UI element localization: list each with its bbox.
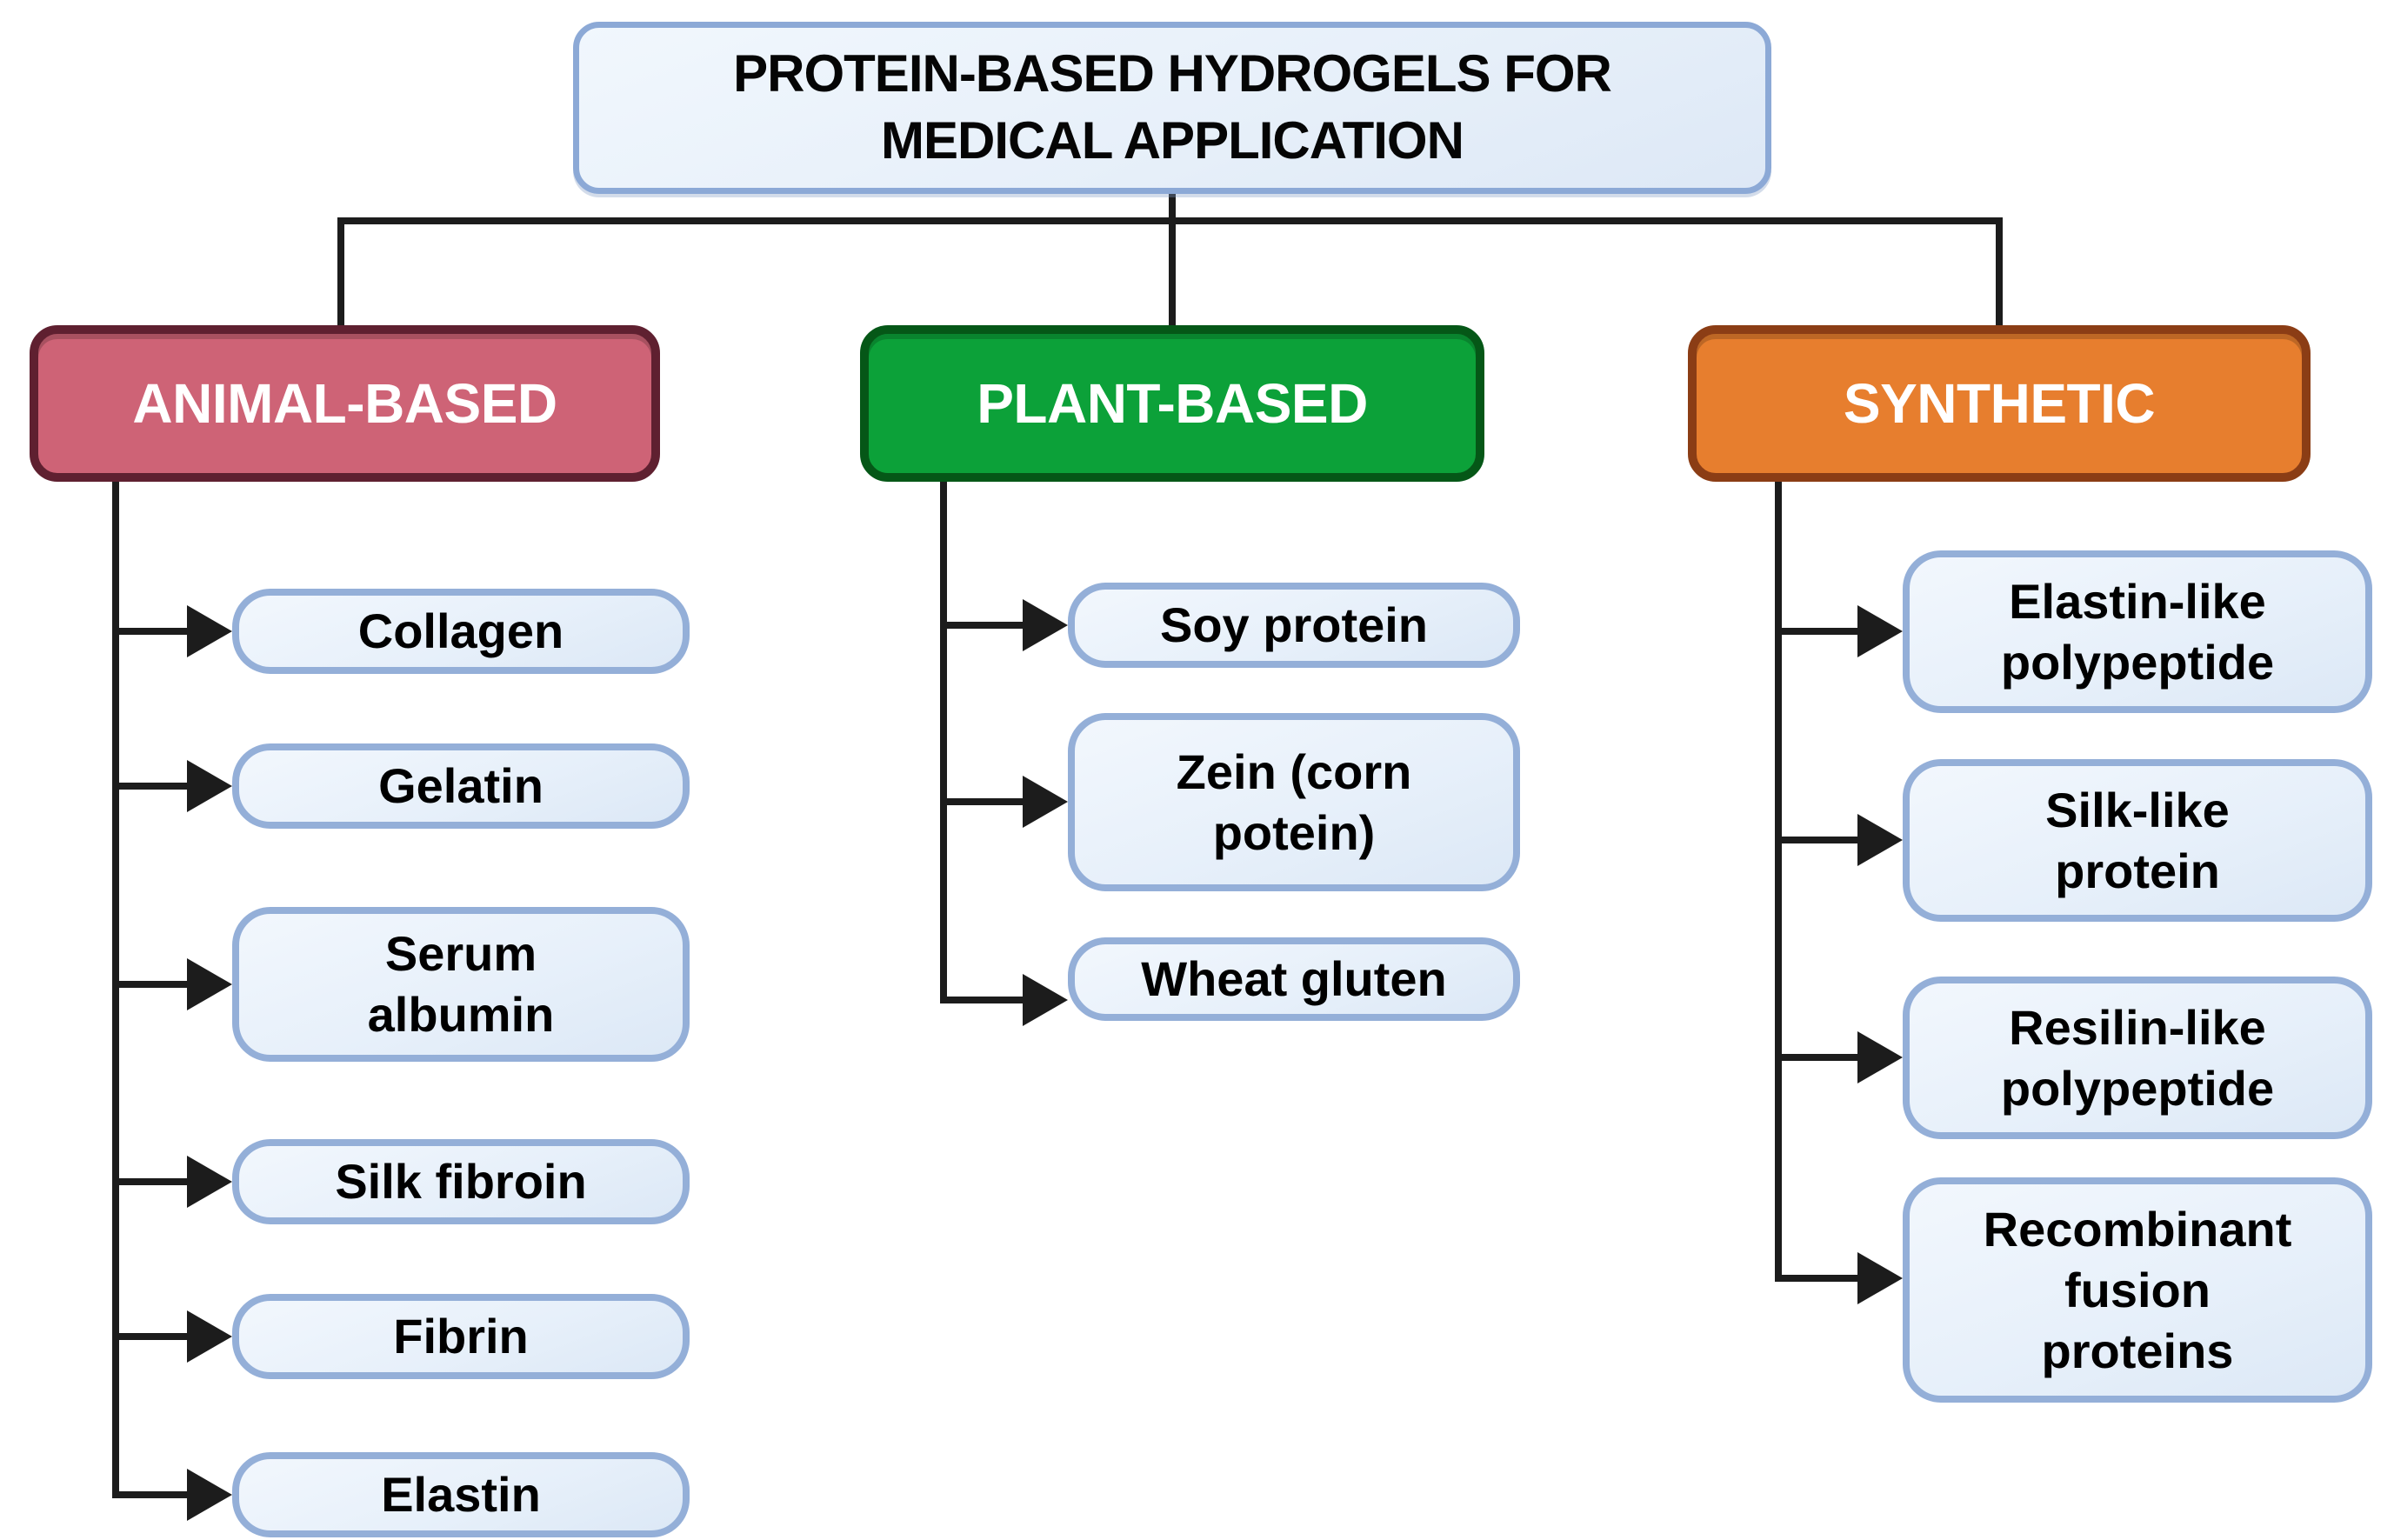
branch-synthetic: SYNTHETIC (1688, 325, 2311, 482)
node-recombinant-fusion-proteins-label: Recombinant fusion proteins (1983, 1201, 2292, 1378)
arrowhead-wheat-gluten-icon (1023, 974, 1068, 1026)
node-elastin-like-polypeptide-label: Elastin-like polypeptide (2000, 573, 2275, 690)
arrowhead-elastin-like-icon (1857, 605, 1903, 657)
title-node: PROTEIN-BASED HYDROGELS FOR MEDICAL APPL… (573, 22, 1771, 194)
node-elastin-label: Elastin (381, 1467, 541, 1522)
node-zein-corn-protein: Zein (corn potein) (1068, 713, 1520, 891)
node-gelatin-label: Gelatin (378, 758, 543, 813)
arrowhead-elastin-icon (187, 1469, 232, 1521)
node-wheat-gluten: Wheat gluten (1068, 937, 1520, 1021)
node-silk-fibroin: Silk fibroin (232, 1139, 690, 1224)
node-wheat-gluten-label: Wheat gluten (1141, 951, 1447, 1006)
node-collagen: Collagen (232, 589, 690, 674)
page-title: PROTEIN-BASED HYDROGELS FOR MEDICAL APPL… (733, 44, 1612, 170)
arrowhead-fibrin-icon (187, 1310, 232, 1363)
node-silk-fibroin-label: Silk fibroin (335, 1154, 587, 1209)
node-serum-albumin: Serum albumin (232, 907, 690, 1062)
arrowhead-resilin-like-icon (1857, 1031, 1903, 1083)
node-soy-protein-label: Soy protein (1159, 597, 1429, 652)
arrowhead-zein-icon (1023, 776, 1068, 828)
node-serum-albumin-label: Serum albumin (367, 926, 555, 1042)
branch-plant-based: PLANT-BASED (860, 325, 1484, 482)
arrowhead-recombinant-icon (1857, 1252, 1903, 1304)
arrowhead-gelatin-icon (187, 760, 232, 812)
node-resilin-like-polypeptide: Resilin-like polypeptide (1903, 977, 2372, 1139)
branch-synthetic-label: SYNTHETIC (1843, 372, 2156, 435)
node-resilin-like-polypeptide-label: Resilin-like polypeptide (2000, 999, 2275, 1116)
arrowhead-collagen-icon (187, 605, 232, 657)
node-zein-corn-protein-label: Zein (corn potein) (1176, 743, 1412, 860)
node-silk-like-protein: Silk-like protein (1903, 759, 2372, 922)
node-soy-protein: Soy protein (1068, 583, 1520, 668)
arrowhead-soy-protein-icon (1023, 599, 1068, 651)
arrowhead-silk-fibroin-icon (187, 1156, 232, 1208)
branch-animal-based: ANIMAL-BASED (30, 325, 660, 482)
arrowhead-silk-like-icon (1857, 814, 1903, 866)
branch-plant-based-label: PLANT-BASED (977, 372, 1368, 435)
node-elastin: Elastin (232, 1452, 690, 1537)
node-gelatin: Gelatin (232, 743, 690, 829)
node-fibrin-label: Fibrin (393, 1309, 529, 1363)
node-recombinant-fusion-proteins: Recombinant fusion proteins (1903, 1177, 2372, 1403)
node-silk-like-protein-label: Silk-like protein (2045, 782, 2230, 898)
branch-animal-based-label: ANIMAL-BASED (132, 372, 557, 435)
node-elastin-like-polypeptide: Elastin-like polypeptide (1903, 550, 2372, 713)
arrowhead-serum-albumin-icon (187, 958, 232, 1010)
node-collagen-label: Collagen (357, 603, 564, 658)
node-fibrin: Fibrin (232, 1294, 690, 1379)
